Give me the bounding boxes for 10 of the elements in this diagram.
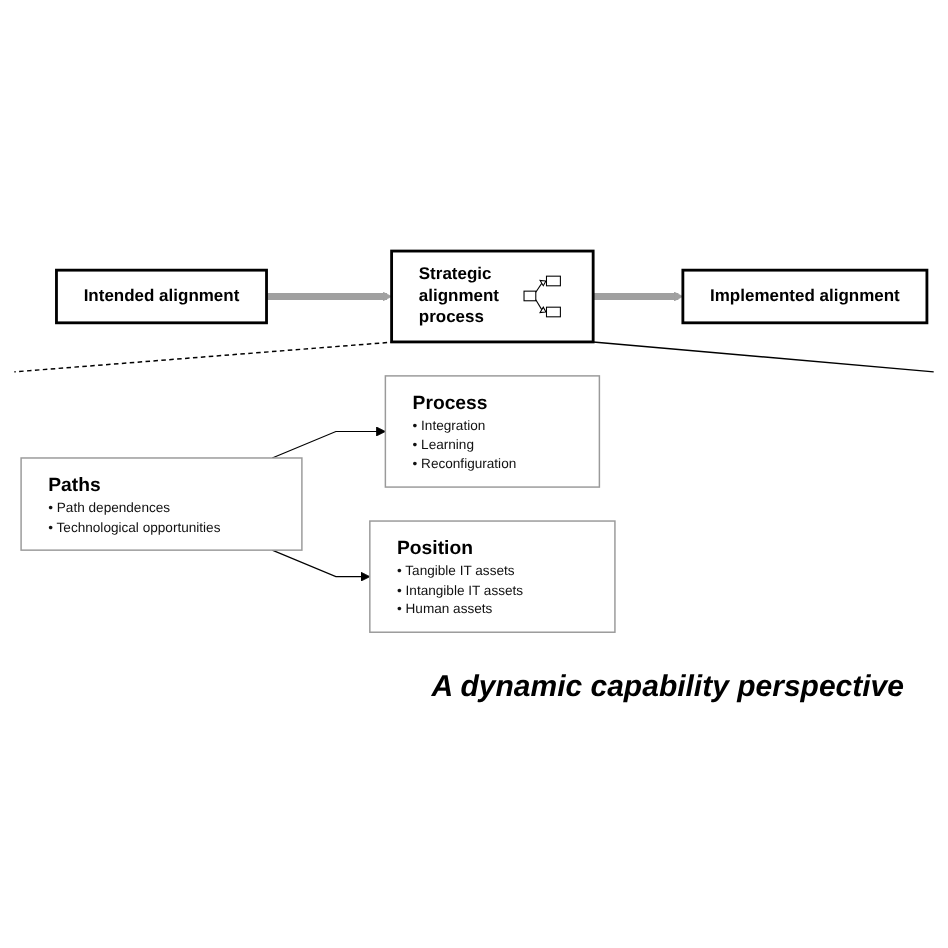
arrow: [271, 549, 371, 582]
connector-line: [13, 341, 396, 373]
note-text: A dynamic capability perspective: [431, 669, 904, 704]
arrow: [266, 291, 393, 302]
node-box: Strategic alignment process: [390, 250, 595, 344]
node-box: Implemented alignment: [681, 269, 929, 325]
arrow: [593, 291, 684, 302]
connector-line: [592, 341, 935, 373]
node-box: Intended alignment: [55, 269, 268, 325]
arrow: [271, 426, 386, 459]
